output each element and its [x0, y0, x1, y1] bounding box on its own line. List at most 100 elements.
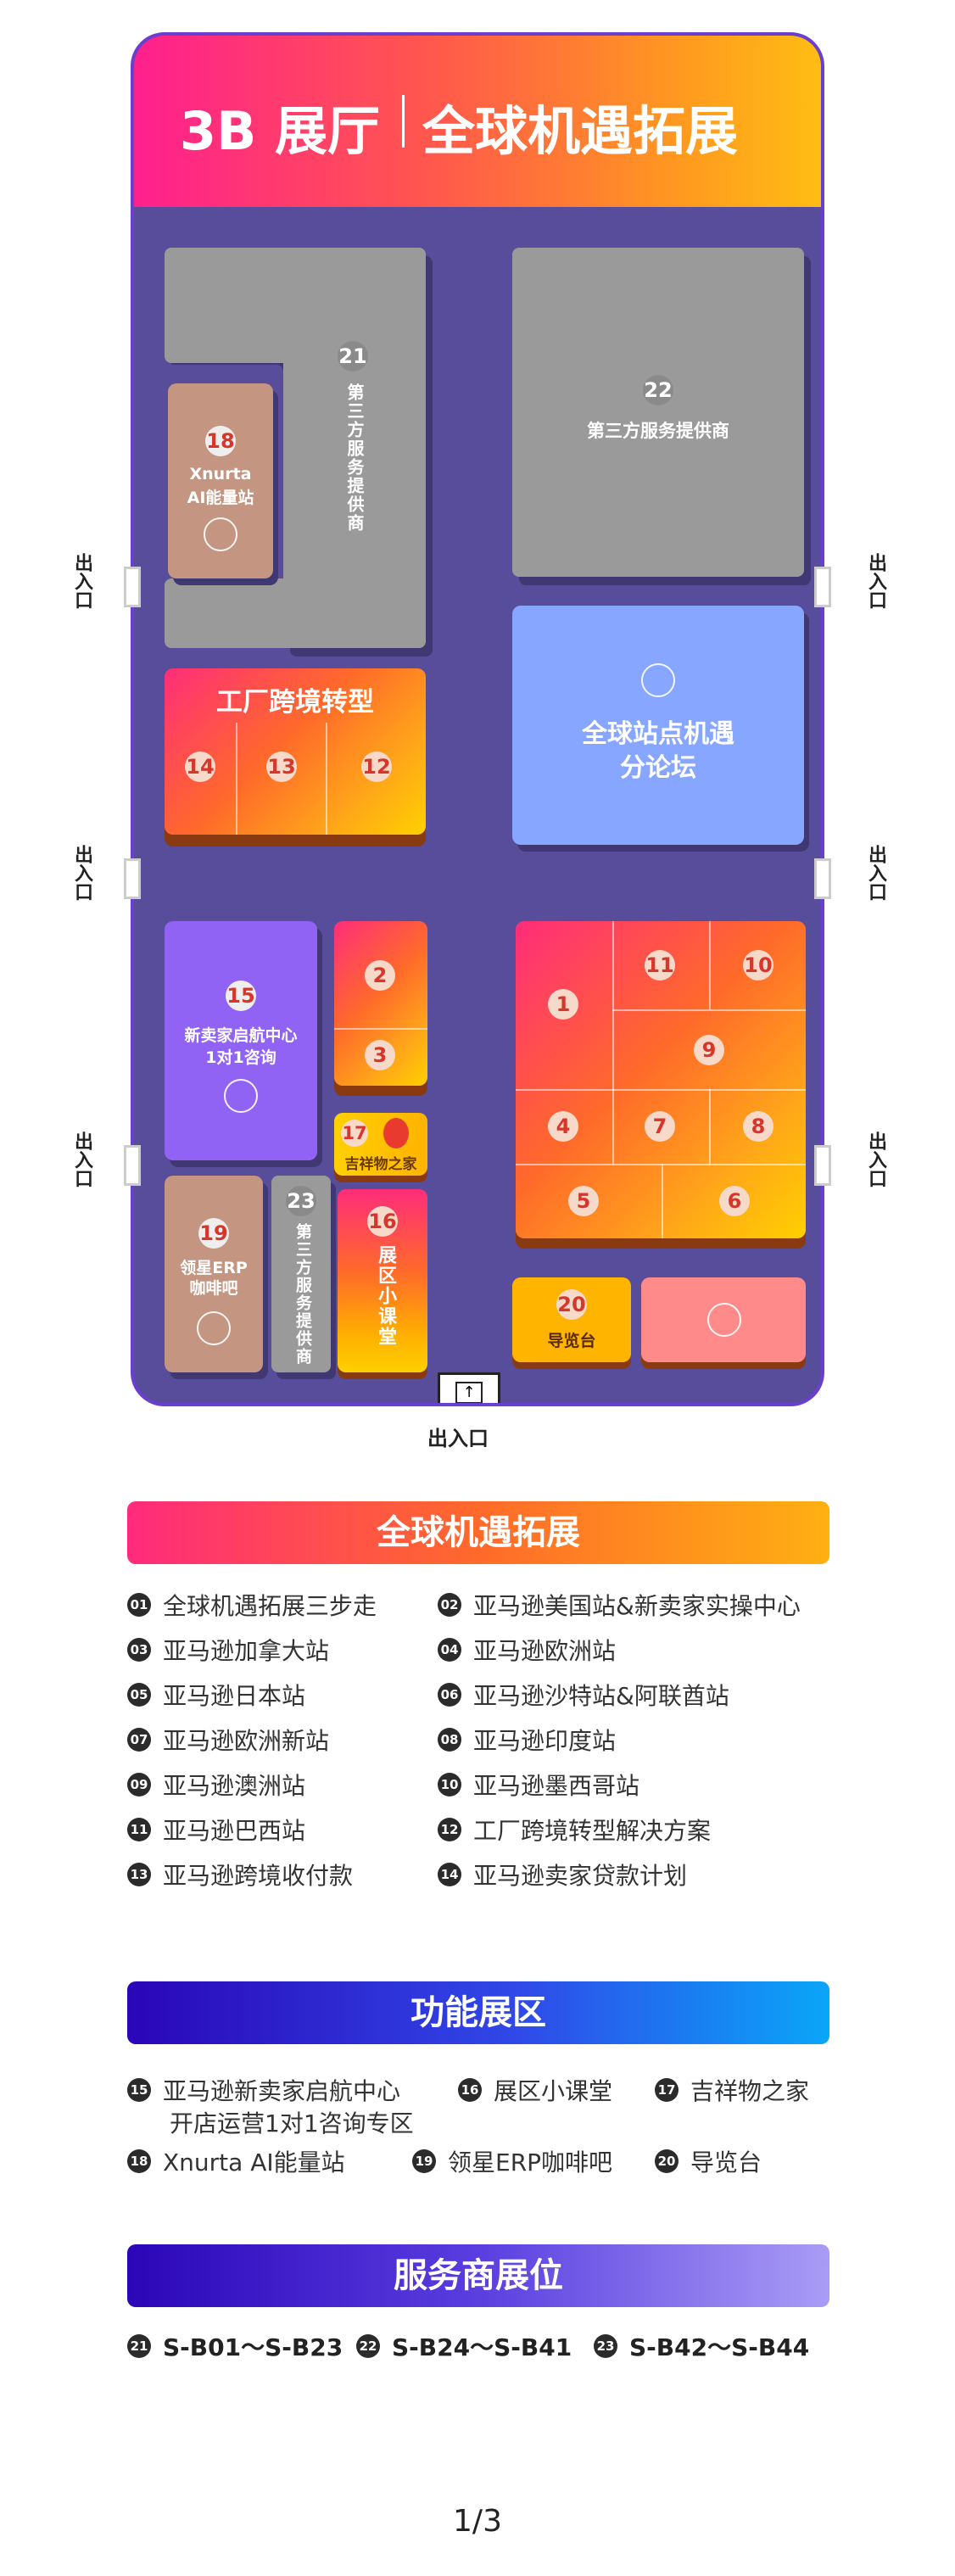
- booth-3-number: 3: [365, 1040, 395, 1070]
- left-door-2: [124, 858, 141, 899]
- legend-text: Xnurta AI能量站: [163, 2149, 345, 2176]
- computer-icon: [204, 517, 237, 551]
- booth-17[interactable]: 17 吉祥物之家: [334, 1113, 427, 1176]
- entrance-label: 出入口: [865, 1132, 886, 1187]
- booth-17-number: 17: [341, 1120, 368, 1147]
- header-divider: [402, 95, 405, 148]
- booth-23[interactable]: 23 第三方服务提供商: [271, 1176, 331, 1372]
- legend-number: 08: [438, 1728, 461, 1752]
- booth-22[interactable]: 22 第三方服务提供商: [512, 248, 804, 577]
- legend-item-09: 09 亚马逊澳洲站: [127, 1768, 305, 1802]
- legend-number: 19: [412, 2149, 436, 2173]
- forum-area[interactable]: 全球站点机遇 分论坛: [512, 606, 804, 845]
- right-door-3: [814, 1145, 831, 1186]
- legend-text: 导览台: [690, 2149, 762, 2176]
- booth-2-3[interactable]: 2 3: [334, 921, 427, 1086]
- booth-21-label: 第三方服务提供商: [344, 383, 365, 533]
- booth-15-label-2: 1对1咨询: [205, 1048, 276, 1067]
- left-door-3: [124, 1145, 141, 1186]
- info-booth[interactable]: [641, 1277, 806, 1362]
- chat-icon: [224, 1079, 258, 1113]
- legend-number: 18: [127, 2149, 151, 2173]
- legend-item-10: 10 亚马逊墨西哥站: [438, 1768, 639, 1802]
- booth-grid[interactable]: 1 11 10 9 4 7 8 5 6: [516, 921, 806, 1238]
- booth-15[interactable]: 15 新卖家启航中心 1对1咨询: [165, 921, 317, 1160]
- legend-text: 亚马逊墨西哥站: [473, 1772, 640, 1800]
- right-door-1: [814, 567, 831, 607]
- legend-number: 20: [655, 2149, 679, 2173]
- legend-item-20: 20 导览台: [655, 2144, 762, 2178]
- legend-number: 17: [655, 2078, 679, 2102]
- legend-number: 12: [438, 1818, 461, 1841]
- booth-18[interactable]: 18 Xnurta AI能量站: [168, 383, 273, 578]
- legend-number: 15: [127, 2078, 151, 2102]
- entrance-label: 出入口: [865, 845, 886, 901]
- hall-title: 全球机遇拓展: [422, 100, 739, 162]
- booth-18-label-2: AI能量站: [187, 489, 254, 507]
- entrance-label: 出入口: [865, 553, 886, 609]
- booth-20[interactable]: 20 导览台: [512, 1277, 631, 1362]
- legend-text: 亚马逊加拿大站: [163, 1637, 330, 1665]
- legend-text: 展区小课堂: [494, 2077, 613, 2105]
- factory-area[interactable]: 工厂跨境转型 14 13 12: [165, 668, 426, 835]
- legend-number: 09: [127, 1773, 151, 1796]
- floor-plan: 3B 展厅 全球机遇拓展 21 第三方服务提供商 18 Xnurta AI能量站…: [131, 32, 824, 1406]
- booth-19-label-2: 咖啡吧: [189, 1279, 238, 1298]
- booth-12-number: 12: [361, 752, 392, 782]
- legend-number: 16: [458, 2078, 482, 2102]
- booth-18-label-1: Xnurta: [189, 465, 252, 483]
- entrance-label: 出入口: [71, 845, 92, 901]
- booth-19[interactable]: 19 领星ERP 咖啡吧: [165, 1176, 263, 1372]
- booth-20-number: 20: [556, 1289, 587, 1320]
- entrance-label: 出入口: [71, 553, 92, 609]
- booth-4-number: 4: [548, 1111, 578, 1142]
- legend-text: S-B42～S-B44: [629, 2333, 810, 2361]
- coffee-icon: [197, 1311, 231, 1345]
- legend-number: 21: [127, 2334, 151, 2358]
- booth-21-bottom[interactable]: [165, 578, 426, 648]
- bottom-entrance-marker: ↑: [438, 1372, 500, 1403]
- booth-19-number: 19: [198, 1218, 229, 1249]
- legend-item-15: 15 亚马逊新卖家启航中心: [127, 2073, 400, 2107]
- legend-number: 05: [127, 1683, 151, 1707]
- legend-item-15-line2: 开店运营1对1咨询专区: [170, 2109, 414, 2137]
- legend-number: 07: [127, 1728, 151, 1752]
- legend-item-18: 18 Xnurta AI能量站: [127, 2144, 345, 2178]
- booth-23-label: 第三方服务提供商: [293, 1223, 312, 1366]
- booth-9-number: 9: [694, 1035, 724, 1065]
- up-arrow-icon: ↑: [455, 1382, 483, 1403]
- legend-text: 亚马逊美国站&新卖家实操中心: [473, 1592, 801, 1620]
- page-indicator[interactable]: 1/3: [453, 2504, 502, 2539]
- booth-15-label-1: 新卖家启航中心: [184, 1026, 298, 1045]
- legend-number: 10: [438, 1773, 461, 1796]
- entrance-label: 出入口: [71, 1132, 92, 1187]
- booth-1-number: 1: [548, 989, 578, 1020]
- legend-service-title: 服务商展位: [127, 2244, 829, 2307]
- forum-label-1: 全球站点机遇: [582, 719, 734, 749]
- legend-text: 亚马逊巴西站: [163, 1817, 306, 1845]
- legend-text: S-B24～S-B41: [392, 2333, 572, 2361]
- legend-text: 亚马逊澳洲站: [163, 1772, 306, 1800]
- legend-number: 13: [127, 1863, 151, 1886]
- booth-7-number: 7: [645, 1111, 675, 1142]
- legend-global-title: 全球机遇拓展: [127, 1501, 829, 1564]
- booth-16[interactable]: 16 展区小课堂: [338, 1189, 427, 1372]
- info-icon: [707, 1303, 741, 1337]
- booth-6-number: 6: [719, 1186, 750, 1216]
- legend-text: 亚马逊新卖家启航中心: [163, 2077, 401, 2105]
- legend-number: 06: [438, 1683, 461, 1707]
- legend-number: 01: [127, 1593, 151, 1617]
- legend-text: S-B01～S-B23: [163, 2333, 343, 2361]
- booth-19-label-1: 领星ERP: [180, 1259, 248, 1277]
